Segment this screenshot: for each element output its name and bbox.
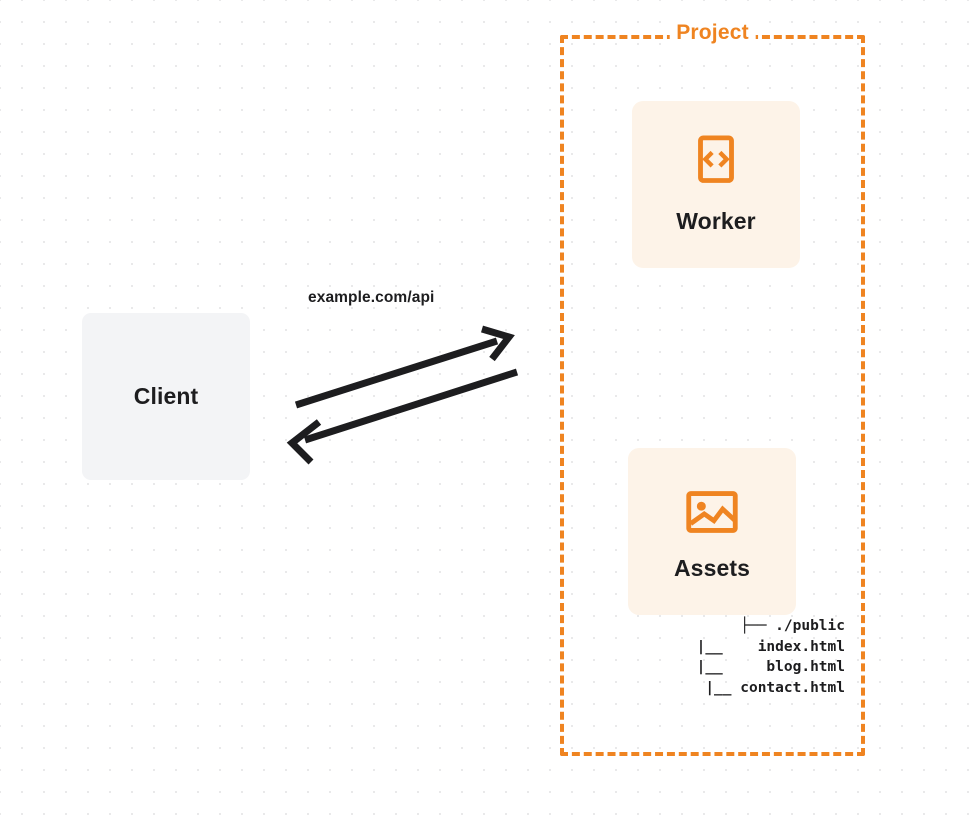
image-picture-icon (686, 491, 738, 533)
client-label: Client (133, 383, 199, 409)
project-title: Project (669, 21, 756, 45)
assets-file-tree: ├── ./public |__ index.html |__ blog.htm… (696, 618, 845, 696)
code-brackets-icon (698, 135, 734, 183)
assets-label: Assets (673, 555, 751, 581)
worker-label: Worker (676, 208, 756, 234)
request-arrow (294, 325, 515, 409)
response-arrow (286, 368, 519, 465)
assets-card[interactable]: Assets (628, 448, 796, 615)
client-node[interactable]: Client (82, 313, 250, 480)
request-url-label: example.com/api (308, 289, 435, 306)
project-group: Project Worker Assets ├── ./public |__ i… (560, 21, 865, 756)
worker-card[interactable]: Worker (632, 101, 800, 268)
